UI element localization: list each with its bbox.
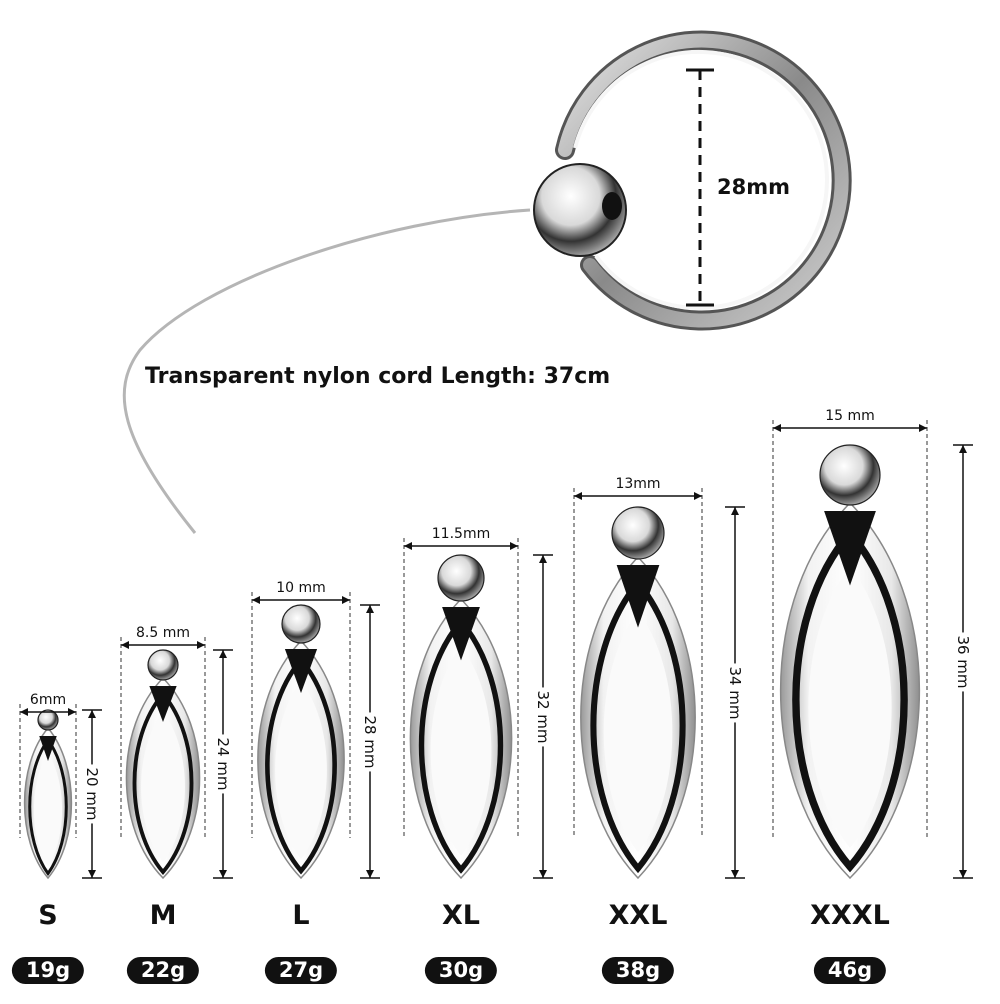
height-label: 24 mm <box>214 734 232 794</box>
height-label: 36 mm <box>954 631 972 692</box>
bead-ball <box>819 444 881 506</box>
width-dimension <box>772 420 928 838</box>
weight-badge: 27g <box>264 957 338 984</box>
weight-badge: 38g <box>601 957 675 984</box>
height-label: 20 mm <box>83 764 101 824</box>
bead-l <box>257 604 345 880</box>
width-dimension <box>19 704 77 838</box>
nylon-cord <box>122 208 531 534</box>
weight-badge: 19g <box>11 957 85 984</box>
bead-m <box>125 649 201 880</box>
bead-reflection <box>792 527 908 873</box>
ring-diameter-label: 28mm <box>717 175 790 199</box>
height-label: 28 mm <box>361 711 379 772</box>
bead-ball <box>281 604 321 644</box>
size-name: M <box>149 900 177 931</box>
size-name: XL <box>441 900 481 931</box>
width-label: 15 mm <box>825 408 875 424</box>
weight-badge: 30g <box>424 957 498 984</box>
bead-reflection <box>590 577 686 874</box>
size-name: L <box>292 900 310 931</box>
size-name: XXL <box>608 900 668 931</box>
bead-ball <box>37 709 59 731</box>
bead-xxl <box>580 506 696 880</box>
cord-length-label: Transparent nylon cord Length: 37cm <box>145 364 611 389</box>
height-label: 32 mm <box>534 686 552 747</box>
bead-xxxl <box>779 444 921 880</box>
width-dimension <box>120 637 206 838</box>
weight-badge: 46g <box>813 957 887 984</box>
bead-reflection <box>28 737 68 877</box>
width-label: 11.5mm <box>431 526 491 542</box>
height-label: 34 mm <box>726 662 744 723</box>
width-label: 8.5 mm <box>136 625 190 641</box>
bead-reflection <box>418 617 504 874</box>
weight-badge: 22g <box>126 957 200 984</box>
captive-ring <box>533 30 852 331</box>
bead-xl <box>409 554 513 880</box>
width-label: 10 mm <box>276 580 326 596</box>
bead-s <box>23 709 73 880</box>
bead-ball <box>147 649 179 681</box>
width-dimension <box>251 592 351 838</box>
bead-ball <box>437 554 485 602</box>
width-label: 6mm <box>29 692 67 708</box>
size-name: XXXL <box>810 900 890 931</box>
width-dimension <box>573 488 703 838</box>
bead-reflection <box>132 690 194 876</box>
size-name: S <box>38 900 58 931</box>
bead-reflection <box>265 656 337 875</box>
ring-ball <box>533 163 627 257</box>
bead-ball <box>611 506 665 560</box>
width-dimension <box>403 538 519 838</box>
width-label: 13mm <box>615 476 661 492</box>
